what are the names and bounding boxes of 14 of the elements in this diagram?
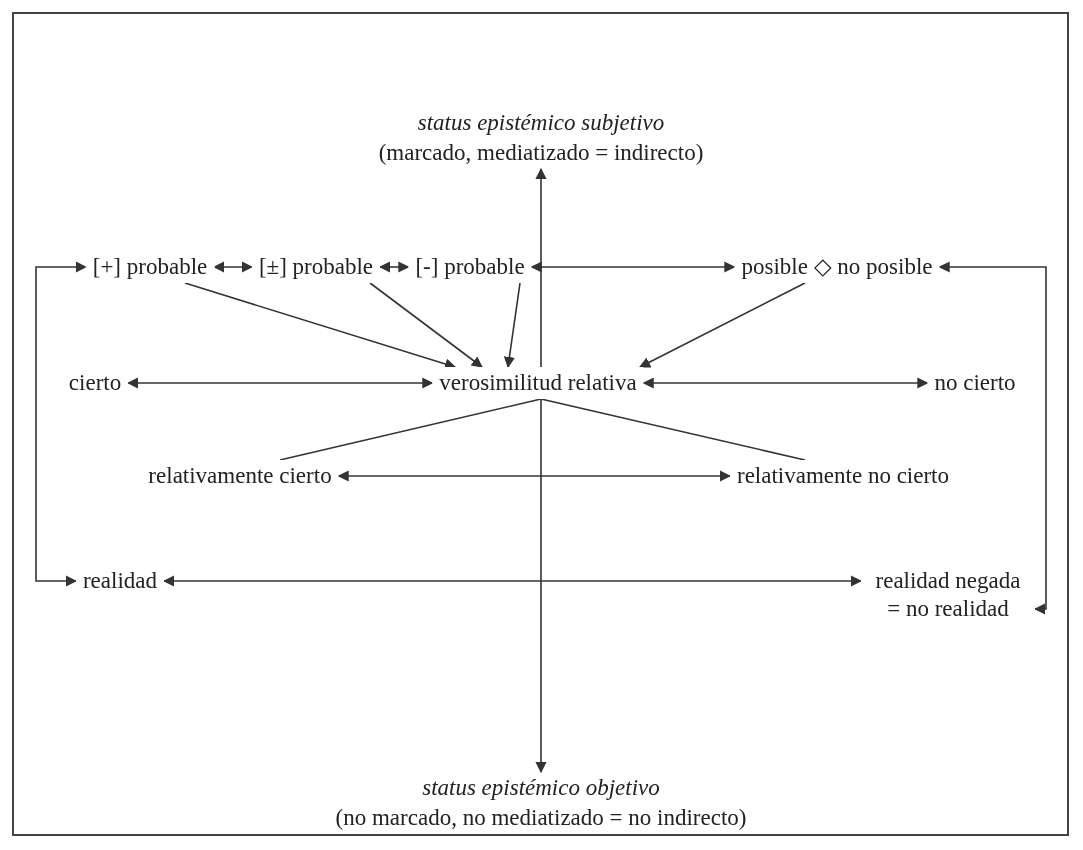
arrow [369, 282, 483, 368]
connector-line [279, 398, 542, 461]
arrow [184, 282, 457, 370]
double-arrow [127, 377, 434, 389]
arrow [639, 282, 806, 368]
double-arrow [642, 377, 929, 389]
connector-line [540, 398, 806, 461]
double-arrow [379, 261, 410, 273]
term-label: verosimilitud relativa [432, 367, 644, 399]
double-arrow [530, 261, 736, 273]
arrow [503, 282, 521, 369]
bracket-arrow [938, 261, 1047, 615]
double-arrow [213, 261, 253, 273]
bracket-arrow [35, 261, 87, 587]
